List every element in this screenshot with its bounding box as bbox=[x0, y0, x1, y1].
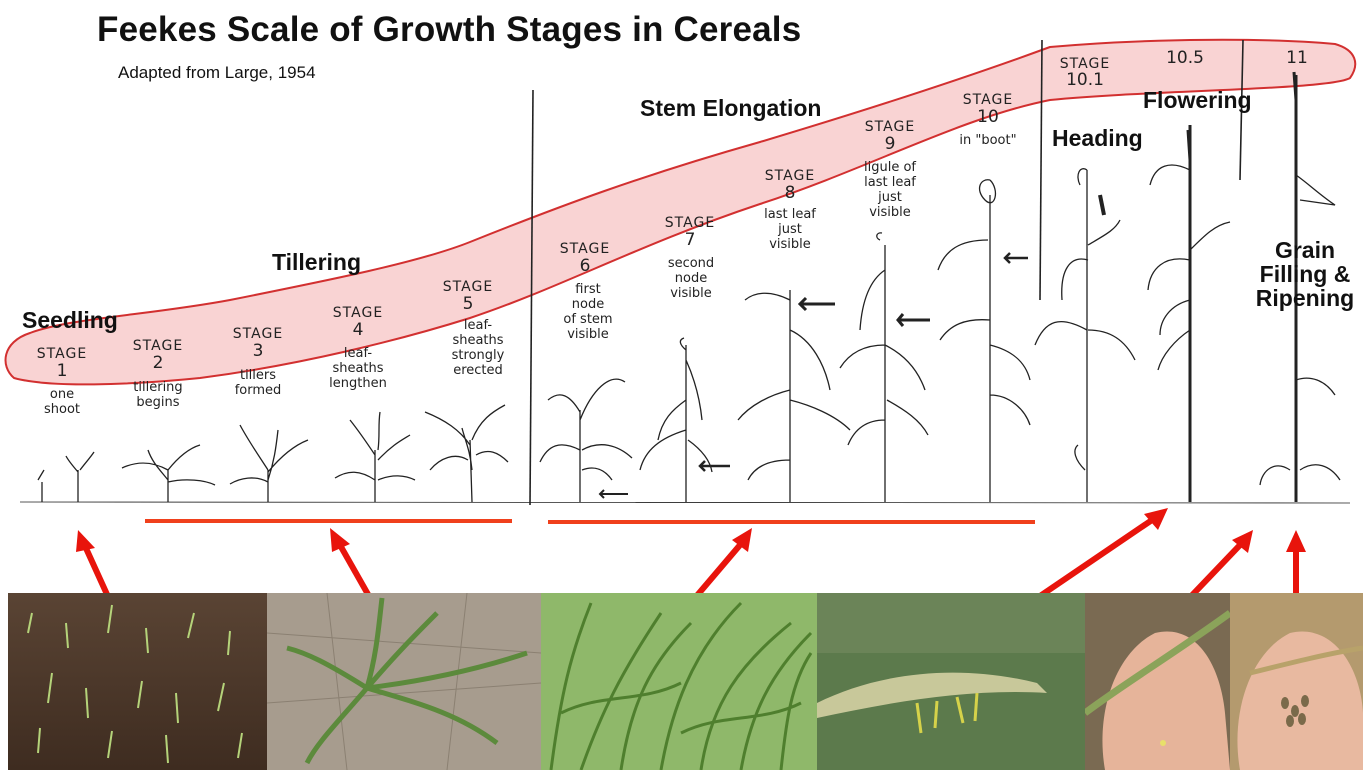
stage-desc-line: node bbox=[540, 297, 636, 312]
stage-number: 8 bbox=[750, 183, 830, 203]
stage-label: STAGE bbox=[650, 215, 730, 231]
stage-desc-line: of stem bbox=[540, 312, 636, 327]
stage-10-5-number: 10.5 bbox=[1150, 48, 1220, 68]
seedling-photo bbox=[8, 593, 267, 770]
stage-desc-line: tillers bbox=[215, 368, 301, 383]
stage-label: STAGE bbox=[750, 168, 830, 184]
stage-desc-line: second bbox=[648, 256, 734, 271]
pointer-node-6 bbox=[600, 490, 628, 498]
stage-desc-line: in "boot" bbox=[940, 133, 1036, 148]
divider-tillering-stem bbox=[530, 90, 533, 505]
stage-number: 5 bbox=[428, 294, 508, 314]
pointer-node-10 bbox=[1005, 253, 1028, 263]
stage-desc-line: visible bbox=[648, 286, 734, 301]
phase-grain-line1: Grain bbox=[1250, 238, 1360, 262]
grain-ripening-photo bbox=[1230, 593, 1363, 770]
phase-flowering: Flowering bbox=[1143, 88, 1252, 112]
stage-desc-line: begins bbox=[113, 395, 203, 410]
stage-number: 2 bbox=[118, 353, 198, 373]
phase-grain-line3: Ripening bbox=[1250, 286, 1360, 310]
phase-grain-line2: Filling & bbox=[1250, 262, 1360, 286]
stage-11-number: 11 bbox=[1262, 48, 1332, 68]
plant-stage-6 bbox=[540, 379, 632, 502]
stage-desc: first node of stem visible bbox=[540, 282, 636, 342]
stage-desc-line: ligule of bbox=[840, 160, 940, 175]
pointer-node-7 bbox=[700, 461, 730, 471]
plant-stage-10-5 bbox=[1148, 125, 1230, 502]
stage-label: STAGE bbox=[318, 305, 398, 321]
stage-desc-line: visible bbox=[742, 237, 838, 252]
page-subtitle: Adapted from Large, 1954 bbox=[118, 63, 316, 83]
stage-desc: one shoot bbox=[24, 387, 100, 417]
stage-desc: in "boot" bbox=[940, 133, 1036, 148]
plant-stage-10 bbox=[938, 180, 1030, 502]
stage-desc-line: just bbox=[742, 222, 838, 237]
stage-desc: leaf- sheaths lengthen bbox=[310, 346, 406, 391]
stage-label: STAGE bbox=[118, 338, 198, 354]
stage-desc-line: sheaths bbox=[310, 361, 406, 376]
stage-label: STAGE bbox=[850, 119, 930, 135]
phase-seedling: Seedling bbox=[22, 308, 118, 332]
stage-number: 10.1 bbox=[1050, 70, 1120, 90]
phase-heading: Heading bbox=[1052, 126, 1143, 150]
heading-photo bbox=[817, 593, 1085, 770]
stage-desc-line: erected bbox=[430, 363, 526, 378]
plant-stage-10-1 bbox=[1035, 169, 1135, 502]
stage-number: 10 bbox=[948, 107, 1028, 127]
stage-label: STAGE bbox=[428, 279, 508, 295]
stage-desc-line: sheaths bbox=[430, 333, 526, 348]
page-title: Feekes Scale of Growth Stages in Cereals bbox=[97, 10, 801, 50]
plant-stage-8 bbox=[738, 290, 850, 502]
plant-stage-9 bbox=[840, 233, 928, 502]
stage-label: STAGE bbox=[24, 346, 100, 362]
stage-desc-line: visible bbox=[840, 205, 940, 220]
phase-grain-ripening: Grain Filling & Ripening bbox=[1250, 238, 1360, 310]
stage-number: 7 bbox=[650, 230, 730, 250]
pointer-node-9 bbox=[898, 314, 930, 326]
plant-stage-7 bbox=[640, 338, 712, 502]
phase-tillering: Tillering bbox=[272, 250, 361, 274]
stage-label: STAGE bbox=[218, 326, 298, 342]
stage-desc-line: tillering bbox=[113, 380, 203, 395]
flowering-photo bbox=[1085, 593, 1230, 770]
stage-number: 6 bbox=[545, 256, 625, 276]
stage-desc: last leaf just visible bbox=[742, 207, 838, 252]
stage-label: STAGE bbox=[545, 241, 625, 257]
plant-stage-4 bbox=[335, 412, 415, 502]
stage-label: STAGE bbox=[948, 92, 1028, 108]
pointer-node-8 bbox=[800, 298, 835, 310]
plant-stage-1 bbox=[38, 452, 94, 502]
stage-desc-line: shoot bbox=[24, 402, 100, 417]
stage-desc-line: visible bbox=[540, 327, 636, 342]
plant-stage-3 bbox=[230, 425, 308, 502]
stage-desc-line: first bbox=[540, 282, 636, 297]
plant-stage-5 bbox=[425, 405, 508, 502]
stage-desc-line: leaf- bbox=[310, 346, 406, 361]
tillering-photo bbox=[267, 593, 541, 770]
stage-desc-line: formed bbox=[215, 383, 301, 398]
phase-stem-elongation: Stem Elongation bbox=[640, 96, 821, 120]
stage-number: 4 bbox=[318, 320, 398, 340]
stage-desc-line: strongly bbox=[430, 348, 526, 363]
stage-number: 3 bbox=[218, 341, 298, 361]
stage-desc-line: lengthen bbox=[310, 376, 406, 391]
stage-desc-line: node bbox=[648, 271, 734, 286]
plant-stage-2 bbox=[122, 445, 215, 502]
stem-elongation-photo bbox=[541, 593, 817, 770]
stage-number: 1 bbox=[24, 361, 100, 381]
stage-desc-line: last leaf bbox=[742, 207, 838, 222]
stage-desc: ligule of last leaf just visible bbox=[840, 160, 940, 220]
stage-desc: tillering begins bbox=[113, 380, 203, 410]
stage-desc-line: last leaf bbox=[840, 175, 940, 190]
stage-desc-line: leaf- bbox=[430, 318, 526, 333]
stage-desc: leaf- sheaths strongly erected bbox=[430, 318, 526, 378]
stage-desc: tillers formed bbox=[215, 368, 301, 398]
stage-desc-line: one bbox=[24, 387, 100, 402]
stage-number: 9 bbox=[850, 134, 930, 154]
stage-desc: second node visible bbox=[648, 256, 734, 301]
stage-desc-line: just bbox=[840, 190, 940, 205]
divider-stem-heading bbox=[1040, 40, 1042, 300]
